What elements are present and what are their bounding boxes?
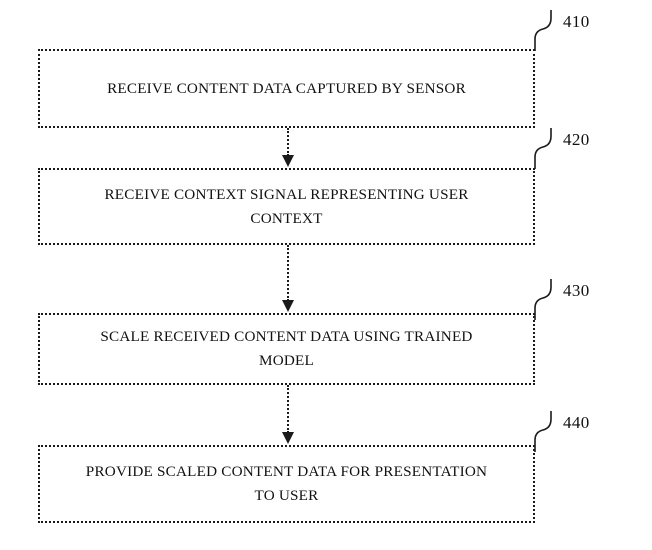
reference-numeral-430: 430 bbox=[563, 281, 590, 300]
step-label-410: RECEIVE CONTENT DATA CAPTURED BY SENSOR bbox=[107, 79, 466, 97]
connector-stem bbox=[287, 128, 289, 156]
flowchart-step-410: RECEIVE CONTENT DATA CAPTURED BY SENSOR bbox=[38, 49, 535, 128]
arrowhead-icon bbox=[282, 432, 294, 444]
connector-420-to-430 bbox=[282, 245, 295, 313]
reference-numeral-440: 440 bbox=[563, 413, 590, 432]
reference-numeral-410: 410 bbox=[563, 12, 590, 31]
flowchart-step-430: SCALE RECEIVED CONTENT DATA USING TRAINE… bbox=[38, 313, 535, 385]
step-label-430: SCALE RECEIVED CONTENT DATA USING TRAINE… bbox=[100, 328, 473, 369]
leader-line-430 bbox=[534, 279, 552, 320]
flowchart-step-420: RECEIVE CONTEXT SIGNAL REPRESENTING USER… bbox=[38, 168, 535, 245]
arrowhead-icon bbox=[282, 300, 294, 312]
reference-numeral-420: 420 bbox=[563, 130, 590, 149]
connector-stem bbox=[287, 385, 289, 433]
leader-line-420 bbox=[534, 128, 552, 169]
step-label-440: PROVIDE SCALED CONTENT DATA FOR PRESENTA… bbox=[85, 463, 488, 504]
connector-stem bbox=[287, 245, 289, 301]
connector-410-to-420 bbox=[282, 128, 295, 168]
step-label-420: RECEIVE CONTEXT SIGNAL REPRESENTING USER… bbox=[104, 185, 469, 227]
arrowhead-icon bbox=[282, 155, 294, 167]
leader-line-410 bbox=[534, 10, 552, 51]
leader-line-440 bbox=[534, 411, 552, 452]
flowchart-step-440: PROVIDE SCALED CONTENT DATA FOR PRESENTA… bbox=[38, 445, 535, 523]
connector-430-to-440 bbox=[282, 385, 295, 445]
